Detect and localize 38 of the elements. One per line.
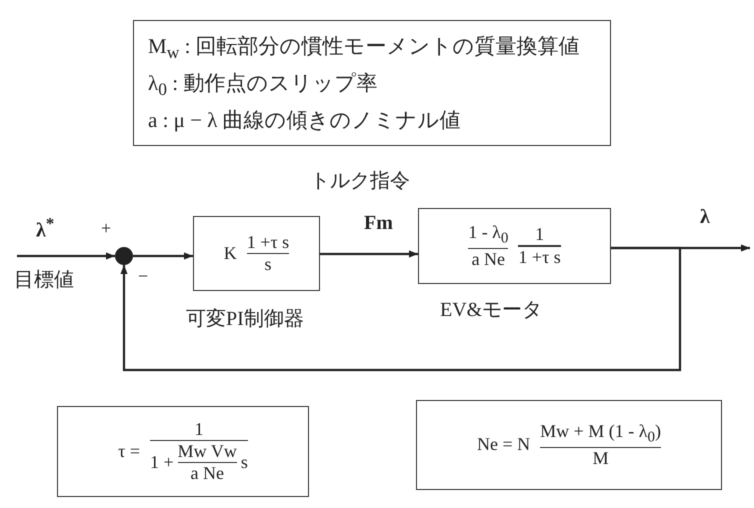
signal-label: − xyxy=(138,266,148,287)
signal-label: + xyxy=(101,218,112,239)
signal-label: トルク指令 xyxy=(310,169,410,194)
arrow xyxy=(120,246,682,372)
formula-text: K xyxy=(224,242,237,264)
denominator-text: 1 +τ s xyxy=(518,246,561,268)
edge-label: λ xyxy=(700,206,710,229)
numerator-text: Mw + M (1 - λ$_{0}$) xyxy=(540,421,662,447)
arrow xyxy=(133,252,193,260)
definition-box xyxy=(133,20,611,146)
block-label: 可変PI制御器 xyxy=(186,307,304,332)
formula-text: τ = xyxy=(118,441,140,462)
numerator-text: 1 xyxy=(194,418,204,440)
signal-label: 目標値 xyxy=(14,268,74,293)
formula-box xyxy=(57,406,309,497)
edge-label: Fm xyxy=(364,212,393,235)
denominator-text: a Ne xyxy=(190,463,224,484)
denominator-text: 1 + xyxy=(150,452,174,474)
denominator-text: a Ne xyxy=(472,248,506,270)
denominator-text: s xyxy=(264,254,272,276)
controller-block xyxy=(193,216,320,291)
definition-text: a : μ − λ 曲線の傾きのノミナル値 xyxy=(148,107,461,134)
numerator-text: Mw Vw xyxy=(178,441,237,462)
definition-text: M$_{w}$ : 回転部分の慣性モーメントの質量換算値 xyxy=(148,32,580,63)
plant-block xyxy=(418,208,611,284)
arrow xyxy=(320,250,418,258)
numerator-text: 1 +τ s xyxy=(246,232,290,253)
denominator-text: M xyxy=(592,448,609,469)
summing-junction xyxy=(115,247,133,265)
numerator-text: 1 xyxy=(535,224,544,246)
numerator-text: 1 - λ$_{0}$ xyxy=(468,222,508,248)
formula-box xyxy=(416,400,722,490)
edge-label: λ$^{*}$ xyxy=(36,214,54,243)
block-label: EV&モータ xyxy=(440,298,542,323)
denominator-text: s xyxy=(240,452,248,474)
definition-text: λ$_{0}$ : 動作点のスリップ率 xyxy=(148,70,378,100)
arrow xyxy=(17,252,115,260)
formula-text: Ne = N xyxy=(476,434,530,456)
